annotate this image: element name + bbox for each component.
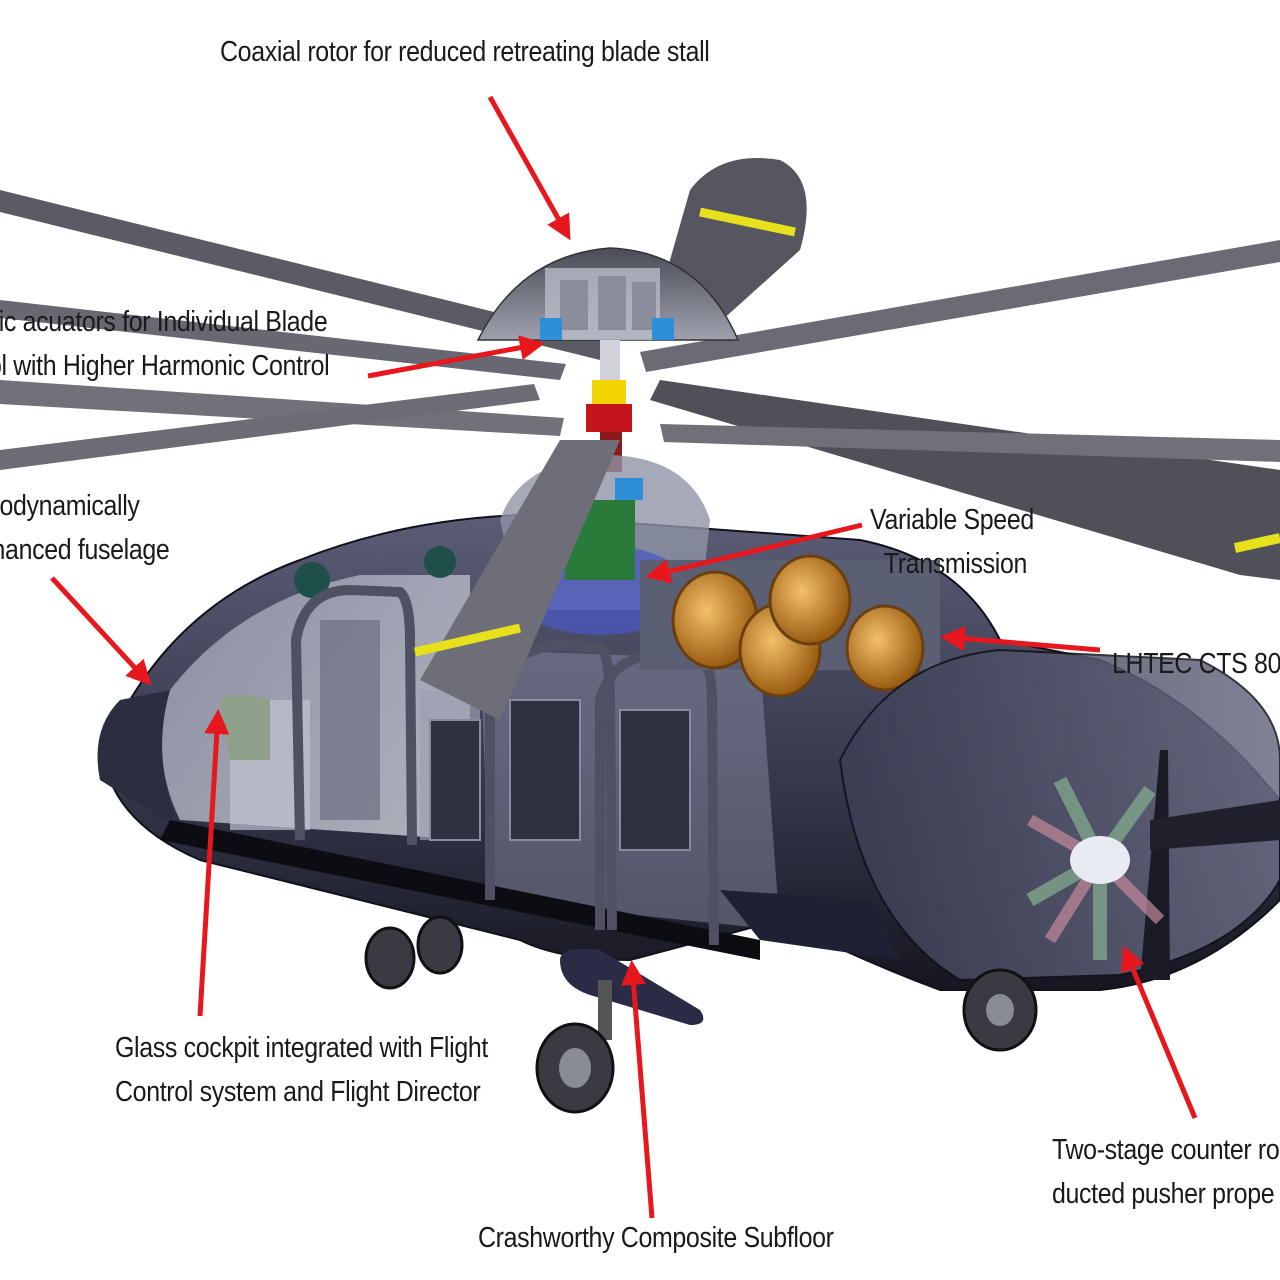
arrow-transmission — [645, 522, 863, 584]
label-coaxial-rotor: Coaxial rotor for reduced retreating bla… — [220, 30, 710, 74]
label-propeller-line1: Two-stage counter ro — [1052, 1134, 1280, 1166]
label-transmission-line2: Transmission — [883, 548, 1028, 580]
label-cockpit-line2: Control system and Flight Director — [115, 1076, 481, 1108]
label-hydraulic-actuators: ulic acuators for Individual Blade rol w… — [0, 300, 330, 388]
label-fuselage-line2: nhanced fuselage — [0, 534, 170, 566]
arrow-subfloor — [621, 960, 655, 1219]
label-transmission-line1: Variable Speed — [870, 504, 1034, 536]
label-pusher-propeller: Two-stage counter ro ducted pusher prope — [1052, 1128, 1280, 1216]
arrow-cockpit — [197, 709, 230, 1017]
label-transmission: Variable Speed Transmission — [870, 498, 1034, 586]
arrow-coaxial-rotor — [487, 95, 571, 241]
label-glass-cockpit: Glass cockpit integrated with Flight Con… — [115, 1026, 488, 1114]
engines — [640, 554, 940, 698]
label-hydraulic-line1: ulic acuators for Individual Blade — [0, 306, 328, 338]
arrow-engine — [940, 626, 1101, 653]
label-fuselage: erodynamically nhanced fuselage — [0, 484, 170, 572]
rotor-hub-fairing — [476, 247, 740, 472]
label-propeller-line2: ducted pusher prope — [1052, 1178, 1275, 1210]
label-engine-text: LHTEC CTS 800- — [1112, 648, 1280, 680]
label-fuselage-line1: erodynamically — [0, 490, 140, 522]
label-cockpit-line1: Glass cockpit integrated with Flight — [115, 1032, 488, 1064]
label-coaxial-rotor-text: Coaxial rotor for reduced retreating bla… — [220, 36, 710, 68]
arrow-propeller — [1121, 945, 1198, 1119]
label-subfloor: Crashworthy Composite Subfloor — [478, 1216, 834, 1260]
callout-arrows — [50, 95, 1198, 1219]
label-subfloor-text: Crashworthy Composite Subfloor — [478, 1222, 834, 1254]
label-hydraulic-line2: rol with Higher Harmonic Control — [0, 350, 330, 382]
lower-rotor-blades — [0, 380, 1280, 470]
front-blade — [413, 440, 620, 720]
label-engine: LHTEC CTS 800- — [1112, 642, 1280, 686]
cabin-seats — [429, 699, 691, 851]
ducted-pusher-propeller — [838, 648, 1280, 982]
arrow-hydraulic-actuators — [367, 335, 545, 379]
arrow-fuselage — [50, 576, 152, 686]
landing-gear — [364, 915, 1038, 1114]
